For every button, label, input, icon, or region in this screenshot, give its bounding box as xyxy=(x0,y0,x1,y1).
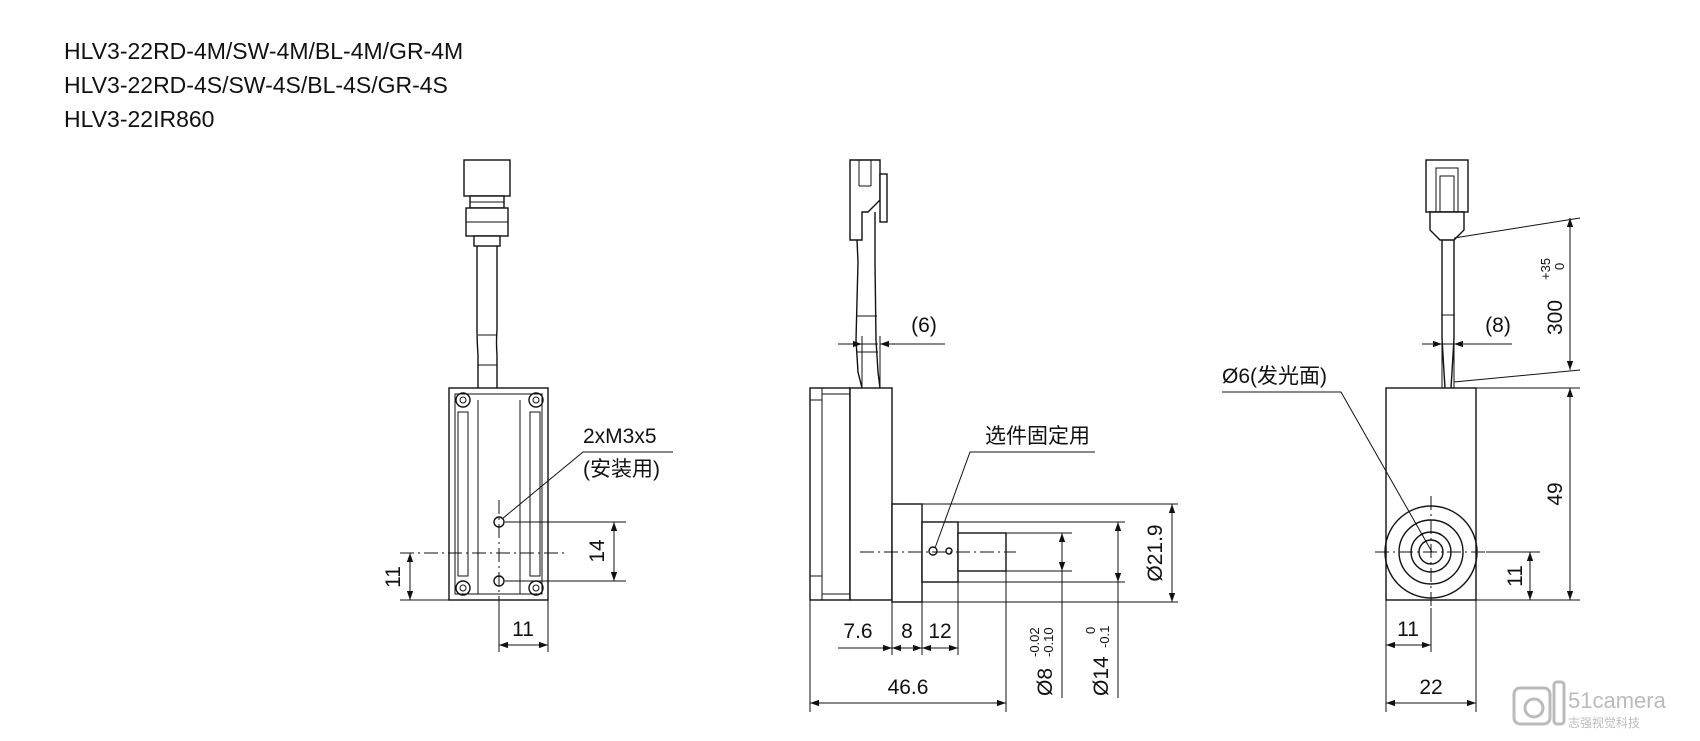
watermark-brand: 51camera xyxy=(1568,688,1667,713)
hole-note-thread: 2xM3x5 xyxy=(583,425,657,448)
tol-dia-14-lower: -0.1 xyxy=(1097,626,1112,648)
dim-dia-21-9: Ø21.9 xyxy=(1144,524,1167,581)
tol-dia-8-upper: -0.02 xyxy=(1027,627,1042,657)
side-cable xyxy=(855,212,881,389)
corner-screws xyxy=(455,392,544,596)
dim-dia-8: Ø8 xyxy=(1034,668,1057,696)
model-line-3: HLV3-22IR860 xyxy=(64,106,215,132)
watermark-logo-icon xyxy=(1512,680,1566,726)
rear-view xyxy=(1222,159,1581,712)
tol-dia-8-lower: -0.10 xyxy=(1041,627,1056,657)
dim-12: 12 xyxy=(928,620,951,643)
model-line-2: HLV3-22RD-4S/SW-4S/BL-4S/GR-4S xyxy=(64,72,448,98)
front-cable xyxy=(476,246,498,388)
dim-7-6: 7.6 xyxy=(843,620,872,643)
dim-cable-8: (8) xyxy=(1485,314,1511,337)
side-rear-block xyxy=(809,387,851,601)
dim-body-49: 49 xyxy=(1544,482,1567,505)
dim-46-6: 46.6 xyxy=(888,676,929,699)
note-optional-fixing: 选件固定用 xyxy=(985,425,1090,448)
front-connector-head xyxy=(463,159,511,197)
watermark: 51camera 志强视觉科技 xyxy=(1512,680,1667,730)
side-front-tube xyxy=(891,503,923,603)
model-line-1: HLV3-22RD-4M/SW-4M/BL-4M/GR-4M xyxy=(64,38,464,64)
dim-front-width-11: 11 xyxy=(512,618,534,641)
front-view xyxy=(400,159,673,652)
watermark-tagline: 志强视觉科技 xyxy=(1568,715,1640,730)
dim-width-22: 22 xyxy=(1419,676,1442,699)
emit-surface-note: Ø6(发光面) xyxy=(1222,365,1327,388)
tol-300-lower: 0 xyxy=(1552,263,1567,270)
dim-8: 8 xyxy=(901,620,913,643)
dim-cable-300: 300 xyxy=(1544,300,1567,335)
dim-cable-6: (6) xyxy=(911,314,937,337)
side-main-body xyxy=(849,387,893,601)
dim-dia-14: Ø14 xyxy=(1090,656,1113,696)
model-list: HLV3-22RD-4M/SW-4M/BL-4M/GR-4M HLV3-22RD… xyxy=(64,34,463,136)
tol-300-upper: +35 xyxy=(1538,258,1553,280)
side-view xyxy=(809,159,1178,712)
hole-note-purpose: (安装用) xyxy=(583,458,660,481)
tol-dia-14-upper: 0 xyxy=(1083,627,1098,634)
side-connector xyxy=(849,159,881,241)
rear-cable xyxy=(1441,240,1455,389)
dim-rear-height-11: 11 xyxy=(1504,565,1527,587)
dim-hole-pitch: 14 xyxy=(586,539,609,563)
front-body xyxy=(448,387,549,601)
dim-front-height-11: 11 xyxy=(382,566,405,588)
dim-rear-width-11: 11 xyxy=(1397,618,1419,641)
